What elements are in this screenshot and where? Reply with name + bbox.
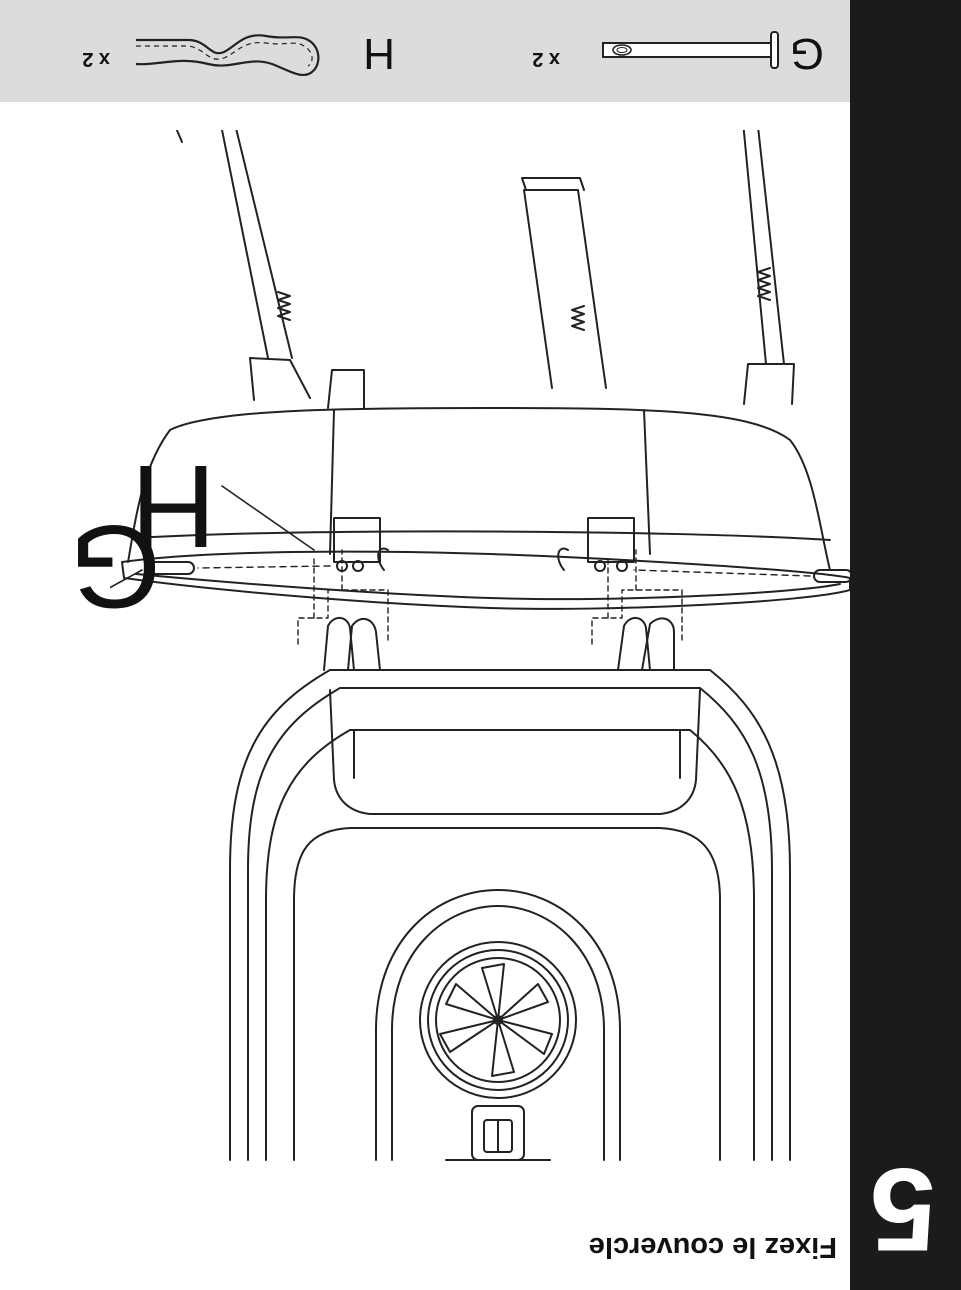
callout-leader-g <box>110 569 143 605</box>
hinge-pin-icon <box>602 31 779 69</box>
part-h-letter: H <box>363 29 395 78</box>
part-g-letter: G <box>789 29 824 78</box>
firebox-body <box>229 617 791 1161</box>
part-g-quantity: x 2 <box>532 48 560 70</box>
grill-lid <box>121 357 850 610</box>
parts-panel: G x 2 H x 2 <box>0 0 850 102</box>
hinge-pins <box>149 561 850 583</box>
step-number: 5 <box>870 1143 936 1275</box>
callout-leader-h <box>221 485 315 551</box>
part-h-quantity: x 2 <box>82 48 110 70</box>
hairpin-cotter-icon <box>135 34 320 77</box>
lid-assembly-diagram <box>110 130 850 1161</box>
lid-handles <box>175 130 785 389</box>
step-sidebar: 5 <box>850 0 961 1290</box>
step-title: Fixez le couvercle <box>588 1231 837 1263</box>
callout-h: H <box>130 440 216 572</box>
